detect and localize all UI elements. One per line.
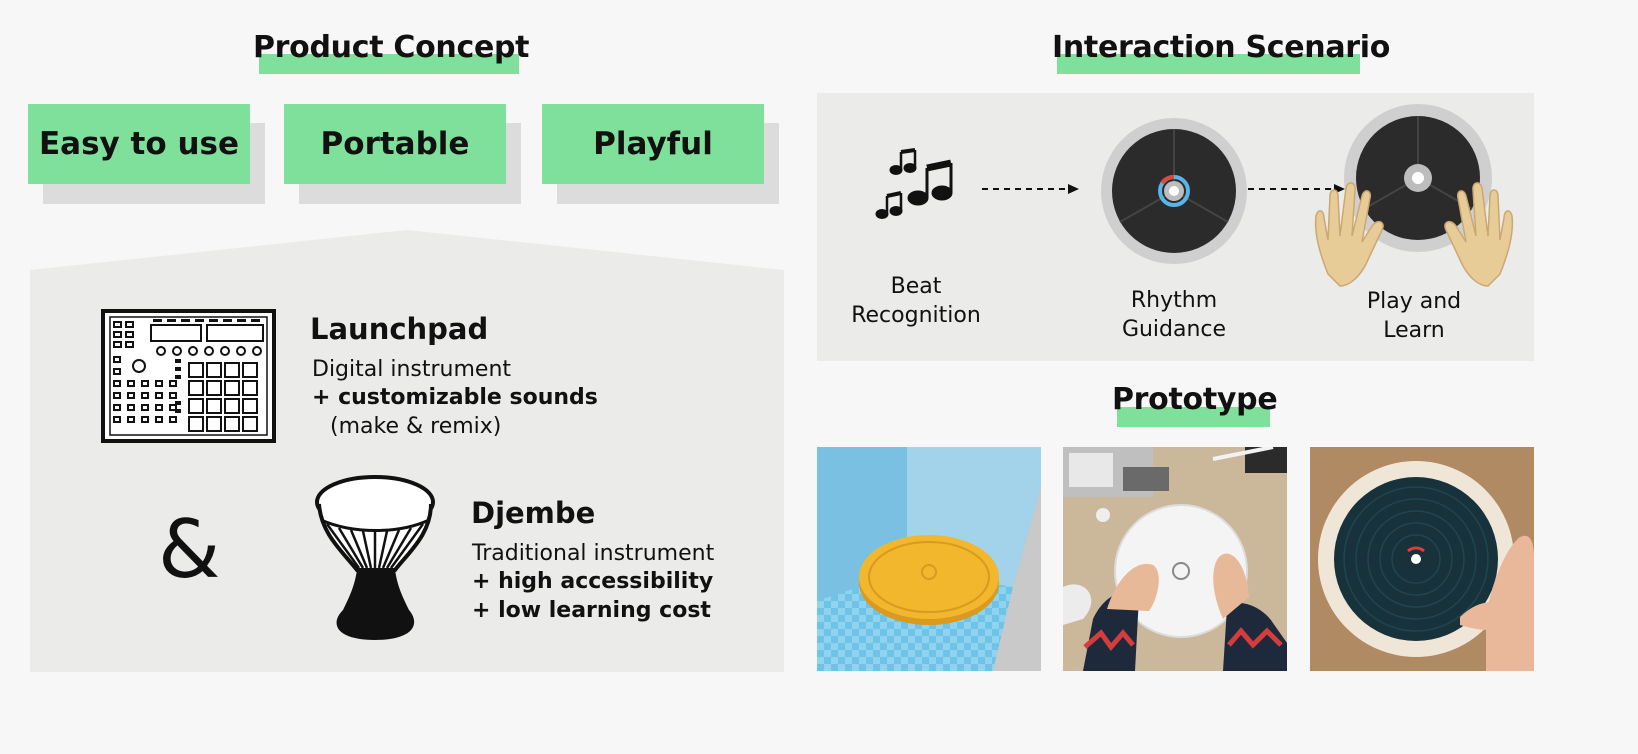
step-label-line: Play and <box>1366 289 1462 314</box>
heading-highlight <box>1057 54 1360 74</box>
prototype-heading: Prototype <box>1112 382 1278 417</box>
step-label-line: Beat <box>890 274 942 299</box>
heading-highlight <box>1117 407 1270 427</box>
step-label-line: Learn <box>1383 318 1445 343</box>
step-label-line: Guidance <box>1121 317 1227 342</box>
prototype-photo-3d-model <box>817 447 1041 671</box>
ampersand: & <box>158 503 221 596</box>
launchpad-title: Launchpad <box>310 312 489 346</box>
step-label-line: Recognition <box>851 303 981 328</box>
prototype-photo-dark-disc <box>1310 447 1534 671</box>
launchpad-line-3: (make & remix) <box>330 414 502 439</box>
djembe-icon <box>315 475 435 640</box>
launchpad-line-2: + customizable sounds <box>312 385 598 410</box>
djembe-line-2: + high accessibility <box>472 569 714 594</box>
heading-highlight <box>259 54 519 74</box>
launchpad-line-1: Digital instrument <box>312 357 512 382</box>
step-label-rhythm-guidance: Rhythm Guidance <box>1094 286 1254 344</box>
djembe-line-3: + low learning cost <box>472 598 711 623</box>
step-label-line: Rhythm <box>1130 288 1218 313</box>
tag-portable: Portable <box>284 104 506 184</box>
tag-playful: Playful <box>542 104 764 184</box>
product-concept-heading: Product Concept <box>253 30 530 65</box>
arrow-right-icon <box>982 184 1079 194</box>
interaction-scenario-heading: Interaction Scenario <box>1052 30 1391 65</box>
djembe-line-1: Traditional instrument <box>472 541 715 566</box>
launchpad-icon <box>101 309 276 443</box>
step-label-beat-recognition: Beat Recognition <box>836 272 996 330</box>
rhythm-device-icon <box>1101 118 1247 264</box>
play-device-with-hands-icon <box>1314 104 1514 287</box>
tag-easy-to-use: Easy to use <box>28 104 250 184</box>
prototype-photo-hands-testing <box>1063 447 1287 671</box>
music-notes-icon <box>875 148 953 219</box>
step-label-play-and-learn: Play and Learn <box>1334 287 1494 345</box>
djembe-title: Djembe <box>471 496 596 530</box>
